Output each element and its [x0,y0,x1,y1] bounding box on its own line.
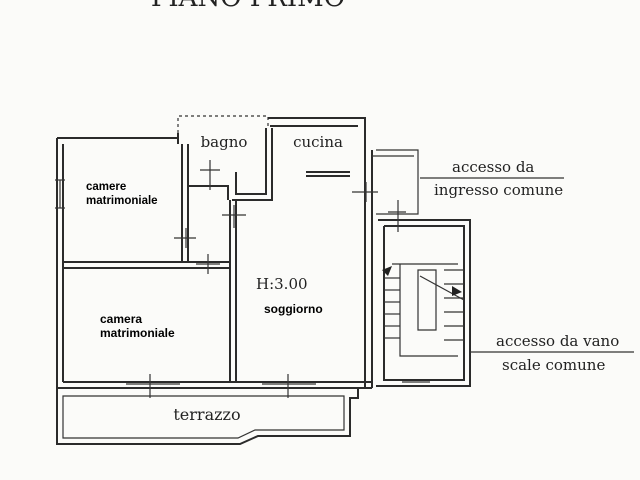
terrace-outline [56,388,359,445]
access-scale-line2: scale comune [502,356,605,374]
room-label-camera-matrimoniale: matrimoniale [100,326,175,340]
room-label-bagno: bagno [201,133,248,151]
room-label-camere: camere [86,181,126,193]
ceiling-height-label: H:3.00 [256,275,308,293]
access-scale-line1: accesso da vano [496,332,619,350]
room-label-terrazzo: terrazzo [173,405,240,424]
room-label-soggiorno: soggiorno [264,302,323,316]
interior-walls [63,128,350,382]
stairwell [372,149,471,387]
outer-walls [56,115,373,389]
room-label-cucina: cucina [293,133,343,151]
room-label-camera: camera [100,312,142,326]
plan-title: PIANO PRIMO [151,0,345,13]
openings [55,160,378,398]
access-ingresso-line2: ingresso comune [434,181,563,199]
room-label-camere-matrimoniale: matrimoniale [86,195,158,207]
access-ingresso-line1: accesso da [452,158,534,176]
